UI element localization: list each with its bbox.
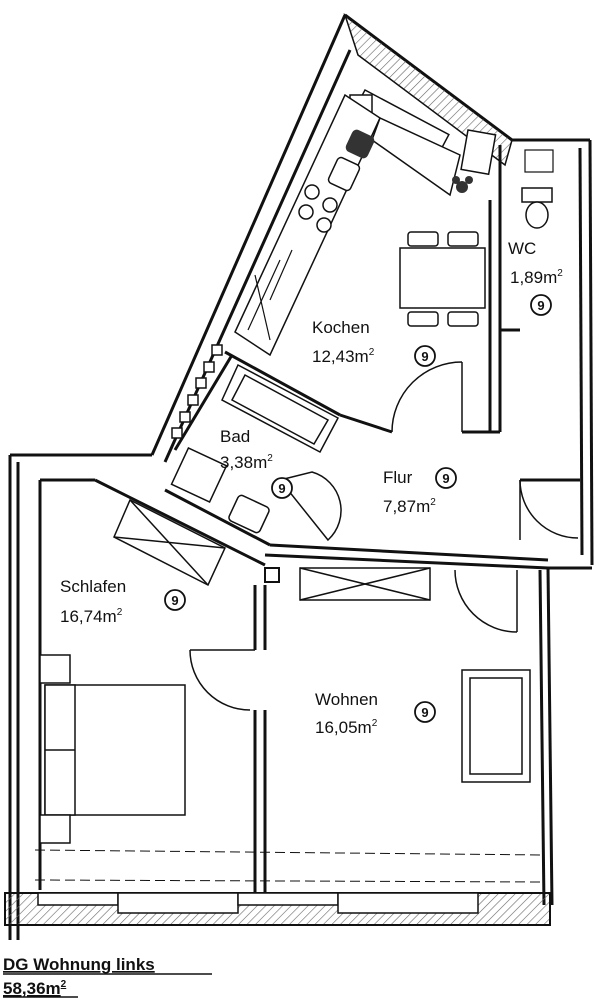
room-area: 7,87m2 [383,497,436,516]
room-area: 3,38m2 [220,453,273,472]
bath-window-blocks [171,344,223,439]
interior-walls [38,145,580,895]
room-badge [530,294,552,316]
room-badge-number: 9 [278,481,285,496]
room-badge [271,477,293,499]
apartment-total-area: 58,36m2 [3,979,67,998]
room-area: 16,05m2 [315,718,378,737]
room-label-wohnen: Wohnen 16,05m2 9 [315,690,436,737]
bottom-window-frames [37,892,479,914]
room-badge-number: 9 [421,349,428,364]
room-badge [435,467,457,489]
apartment-title: DG Wohnung links [3,955,155,974]
room-badge-number: 9 [421,705,428,720]
room-label-schlafen: Schlafen 9 16,74m2 [60,577,186,626]
room-name: Wohnen [315,690,378,709]
room-badge [414,701,436,723]
plant-icon [452,176,473,193]
room-area: 16,74m2 [60,607,123,626]
room-area: 12,43m2 [312,347,375,366]
door-swings [189,361,579,711]
cooktop-dark-icon [345,129,375,159]
roof-edge-band [343,12,513,167]
bed [44,684,186,816]
room-badge [414,345,436,367]
room-name: Flur [383,468,413,487]
room-badge-number: 9 [171,593,178,608]
sideboard [299,567,431,601]
washbasin-icon [228,494,270,534]
room-name: Schlafen [60,577,126,596]
room-name: Bad [220,427,250,446]
room-badge-number: 9 [537,298,544,313]
room-label-kochen: Kochen 12,43m2 9 [312,318,436,367]
nightstand-lower [39,814,71,844]
bathtub-icon [221,363,340,454]
room-name: Kochen [312,318,370,337]
shower-icon [170,447,228,503]
wardrobe [113,498,226,587]
room-name: WC [508,239,536,258]
room-badge [164,589,186,611]
kitchen-cabinet-crosses [247,249,293,341]
room-label-wc: WC 1,89m2 9 [508,239,563,316]
dining-table [399,231,486,327]
wc-fixture-box [524,149,554,173]
stove-icon [298,184,338,233]
sink-icon [327,156,361,192]
apartment-caption: DG Wohnung links 58,36m2 [3,955,212,998]
nightstand [39,654,71,684]
sofa [461,669,531,783]
balcony-dashes [34,849,546,883]
roof-edge-detail [349,88,497,176]
room-area: 1,89m2 [510,268,563,287]
room-label-flur: Flur 9 7,87m2 [383,467,457,516]
toilet-icon [521,187,553,229]
room-label-bad: Bad 3,38m2 9 [220,427,293,499]
room-badge-number: 9 [442,471,449,486]
